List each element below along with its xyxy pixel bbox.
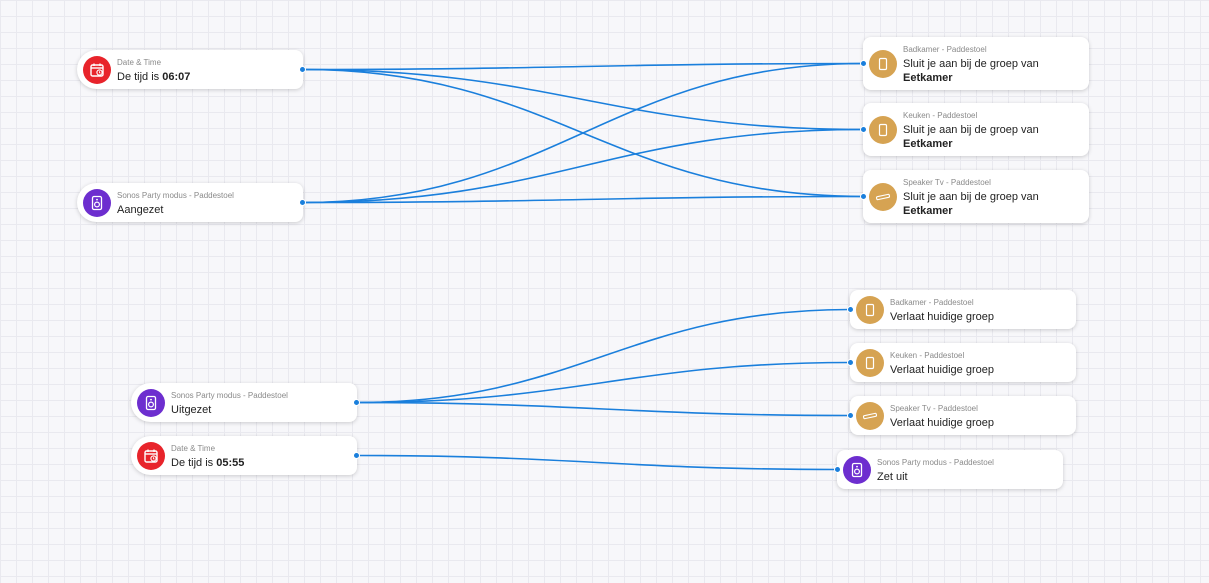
trigger-source-label: Date & Time (171, 444, 216, 453)
input-port[interactable] (847, 306, 854, 313)
speaker-icon (137, 389, 165, 417)
wire-t3-a4 (356, 308, 851, 404)
soundbar-icon (869, 183, 897, 211)
trigger-card-party-on[interactable]: Sonos Party modus - Paddestoel Aangezet (77, 183, 306, 222)
input-port[interactable] (860, 60, 867, 67)
input-port[interactable] (834, 466, 841, 473)
input-port[interactable] (847, 412, 854, 419)
soundbar-icon (856, 402, 884, 430)
speaker-icon (869, 50, 897, 78)
trigger-source-label: Sonos Party modus - Paddestoel (171, 391, 288, 400)
action-source-label: Sonos Party modus - Paddestoel (877, 458, 994, 467)
wire-t1-a1 (302, 62, 864, 71)
wire-t2-a2 (302, 128, 864, 204)
speaker-icon (869, 116, 897, 144)
action-source-label: Badkamer - Paddestoel (903, 45, 987, 54)
action-card-speaker-tv-leave[interactable]: Speaker Tv - Paddestoel Verlaat huidige … (847, 396, 1076, 435)
trigger-card-party-off[interactable]: Sonos Party modus - Paddestoel Uitgezet (131, 383, 360, 422)
input-port[interactable] (860, 126, 867, 133)
action-source-label: Keuken - Paddestoel (903, 111, 978, 120)
action-card-badkamer-join[interactable]: Badkamer - Paddestoel Sluit je aan bij d… (860, 37, 1089, 90)
trigger-card-time-0555[interactable]: Date & Time De tijd is 05:55 (131, 436, 360, 475)
wire-t3-a6 (356, 401, 851, 417)
trigger-card-time-0607[interactable]: Date & Time De tijd is 06:07 (77, 50, 306, 89)
action-source-label: Badkamer - Paddestoel (890, 298, 974, 307)
trigger-source-label: Date & Time (117, 58, 162, 67)
wire-t4-a7 (356, 454, 838, 471)
speaker-icon (856, 296, 884, 324)
wire-t1-a2 (302, 68, 864, 131)
trigger-condition-text: De tijd is 06:07 (117, 71, 191, 83)
action-card-keuken-leave[interactable]: Keuken - Paddestoel Verlaat huidige groe… (847, 343, 1076, 382)
output-port[interactable] (299, 66, 306, 73)
input-port[interactable] (860, 193, 867, 200)
speaker-icon (83, 189, 111, 217)
action-card-party-off[interactable]: Sonos Party modus - Paddestoel Zet uit (834, 450, 1063, 489)
trigger-condition-text: De tijd is 05:55 (171, 457, 245, 469)
speaker-icon (856, 349, 884, 377)
output-port[interactable] (353, 399, 360, 406)
speaker-icon (843, 456, 871, 484)
input-port[interactable] (847, 359, 854, 366)
wire-t2-a1 (302, 62, 864, 204)
action-card-badkamer-leave[interactable]: Badkamer - Paddestoel Verlaat huidige gr… (847, 290, 1076, 329)
action-source-label: Keuken - Paddestoel (890, 351, 965, 360)
time-value: 06:07 (162, 71, 191, 83)
trigger-source-label: Sonos Party modus - Paddestoel (117, 191, 234, 200)
time-value: 05:55 (216, 457, 245, 469)
action-text: Zet uit (877, 471, 908, 483)
wire-t1-a3 (302, 68, 864, 198)
output-port[interactable] (353, 452, 360, 459)
wire-t2-a3 (302, 195, 864, 204)
trigger-condition-text: Uitgezet (171, 404, 212, 416)
trigger-condition-text: Aangezet (117, 204, 164, 216)
action-text: Verlaat huidige groep (890, 417, 994, 429)
action-text: Verlaat huidige groep (890, 364, 994, 376)
action-source-label: Speaker Tv - Paddestoel (890, 404, 978, 413)
action-source-label: Speaker Tv - Paddestoel (903, 178, 991, 187)
wire-t3-a5 (356, 361, 851, 404)
calendar-clock-icon (83, 56, 111, 84)
calendar-clock-icon (137, 442, 165, 470)
action-text: Verlaat huidige groep (890, 311, 994, 323)
action-card-keuken-join[interactable]: Keuken - Paddestoel Sluit je aan bij de … (860, 103, 1089, 156)
output-port[interactable] (299, 199, 306, 206)
action-card-speaker-tv-join[interactable]: Speaker Tv - Paddestoel Sluit je aan bij… (860, 170, 1089, 223)
